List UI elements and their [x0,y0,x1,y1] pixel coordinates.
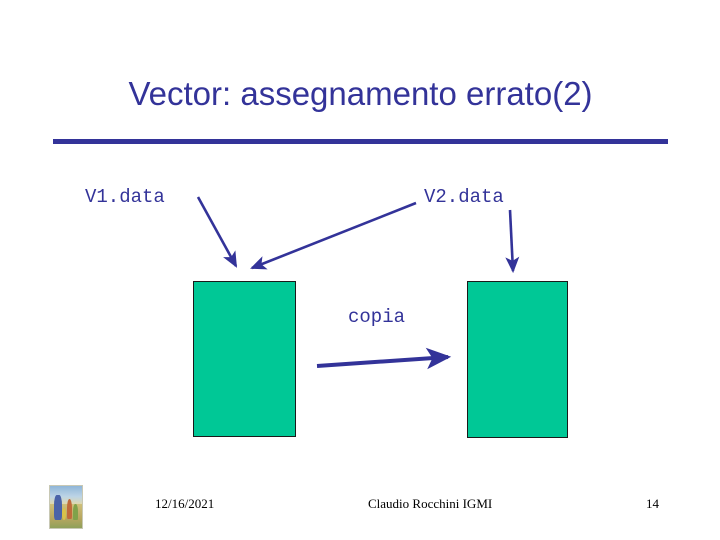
footer-page-number: 14 [646,496,659,511]
illustration-thumbnail-icon [49,485,83,529]
arrow-v2-to-left-block [250,201,417,270]
arrow-v2-to-right-block [505,209,520,274]
arrow-v1-to-left-block [196,196,238,268]
page-title: Vector: assegnamento errato(2) [128,75,593,112]
title-divider [53,139,668,144]
v1-data-block [193,281,296,437]
label-v1-data: V1.data [85,186,165,208]
footer-author: Claudio Rocchini IGMI [368,496,493,511]
v2-data-block [467,281,568,438]
label-v2-data: V2.data [424,186,504,208]
label-copia: copia [348,306,406,328]
footer-date: 12/16/2021 [155,496,215,511]
arrow-copia [316,347,452,370]
